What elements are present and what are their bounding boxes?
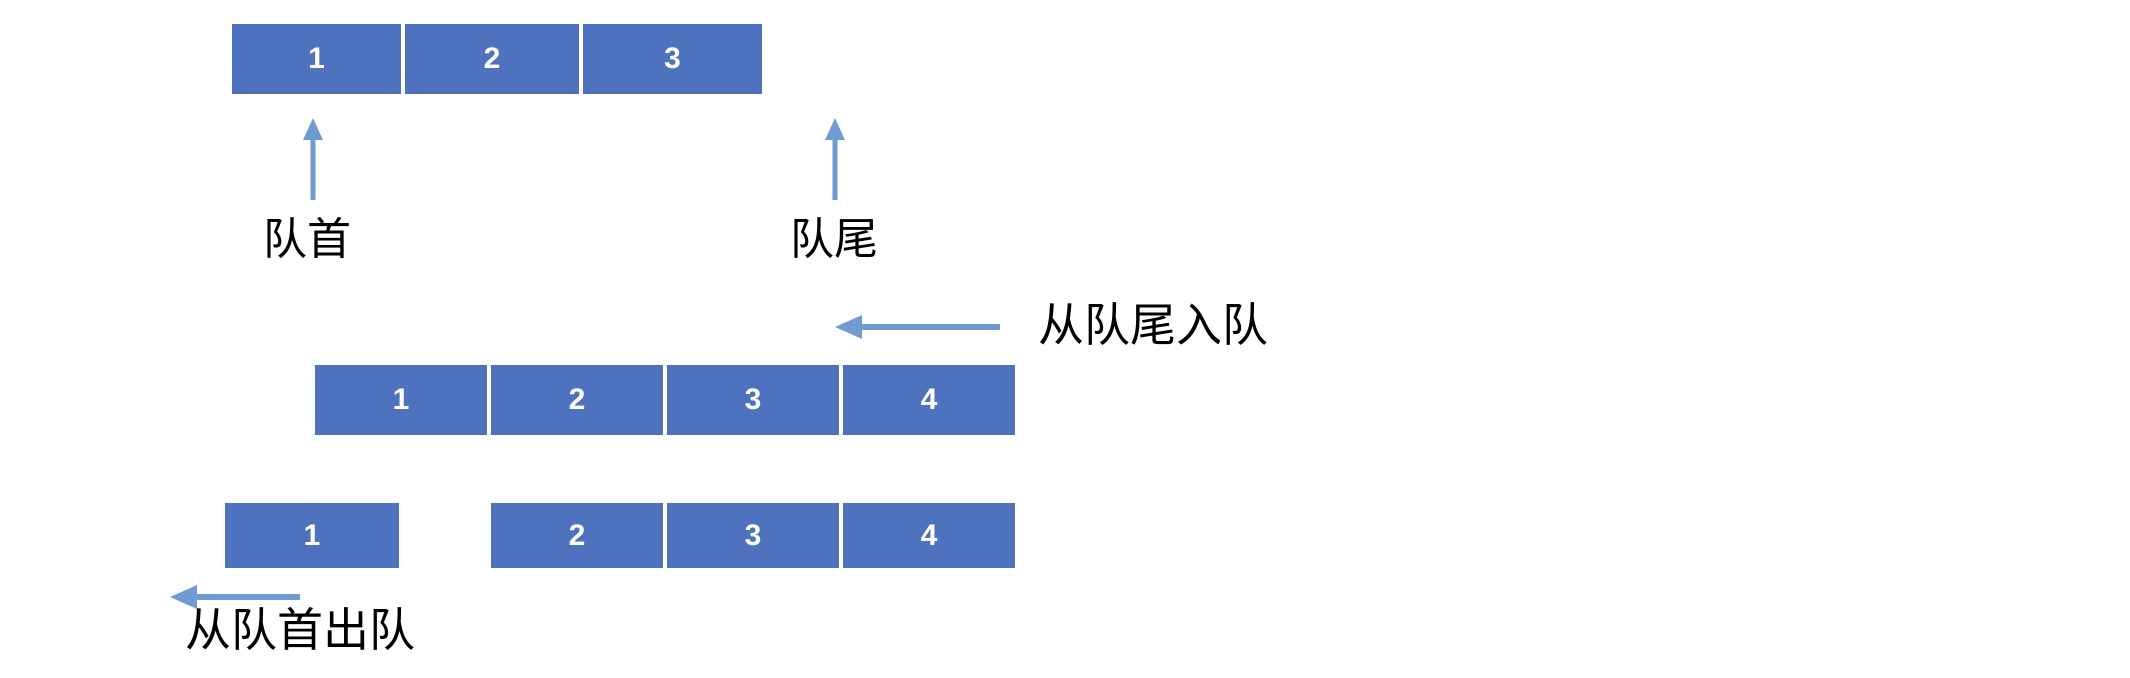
- queue-cell[interactable]: 1: [313, 363, 489, 437]
- queue-cell-value: 2: [483, 42, 501, 75]
- queue-cell[interactable]: 2: [403, 22, 581, 96]
- queue-row-after-dequeue: 2 3 4: [489, 501, 1017, 570]
- queue-cell-value: 1: [392, 383, 410, 416]
- queue-cell-value: 3: [744, 383, 762, 416]
- queue-cell[interactable]: 1: [230, 22, 403, 96]
- queue-cell-value: 1: [303, 518, 321, 552]
- queue-cell[interactable]: 2: [489, 501, 665, 570]
- queue-cell-value: 3: [664, 42, 681, 75]
- queue-row-initial: 1 2 3: [230, 22, 764, 96]
- queue-cell[interactable]: 4: [841, 501, 1017, 570]
- queue-cell-value: 4: [920, 383, 938, 416]
- queue-row-after-enqueue: 1 2 3 4: [313, 363, 1017, 437]
- queue-cell-value: 3: [744, 518, 762, 552]
- queue-cell[interactable]: 3: [665, 363, 841, 437]
- queue-row-dequeued-element: 1: [223, 501, 401, 570]
- queue-cell-value: 2: [568, 383, 586, 416]
- queue-cell[interactable]: 3: [665, 501, 841, 570]
- queue-cell-value: 1: [308, 42, 325, 75]
- tail-pointer-arrow-icon: [825, 118, 845, 200]
- head-pointer-arrow-icon: [303, 118, 323, 200]
- queue-cell-dequeued[interactable]: 1: [223, 501, 401, 570]
- label-dequeue-from-head: 从队首出队: [185, 605, 415, 656]
- queue-cell-value: 4: [920, 518, 938, 552]
- queue-cell-value: 2: [568, 518, 586, 552]
- queue-cell[interactable]: 2: [489, 363, 665, 437]
- label-queue-head: 队首: [263, 215, 351, 264]
- label-queue-tail: 队尾: [790, 215, 878, 264]
- enqueue-arrow-icon: [835, 315, 1000, 339]
- queue-cell[interactable]: 3: [581, 22, 764, 96]
- label-enqueue-from-tail: 从队尾入队: [1038, 300, 1268, 351]
- queue-cell[interactable]: 4: [841, 363, 1017, 437]
